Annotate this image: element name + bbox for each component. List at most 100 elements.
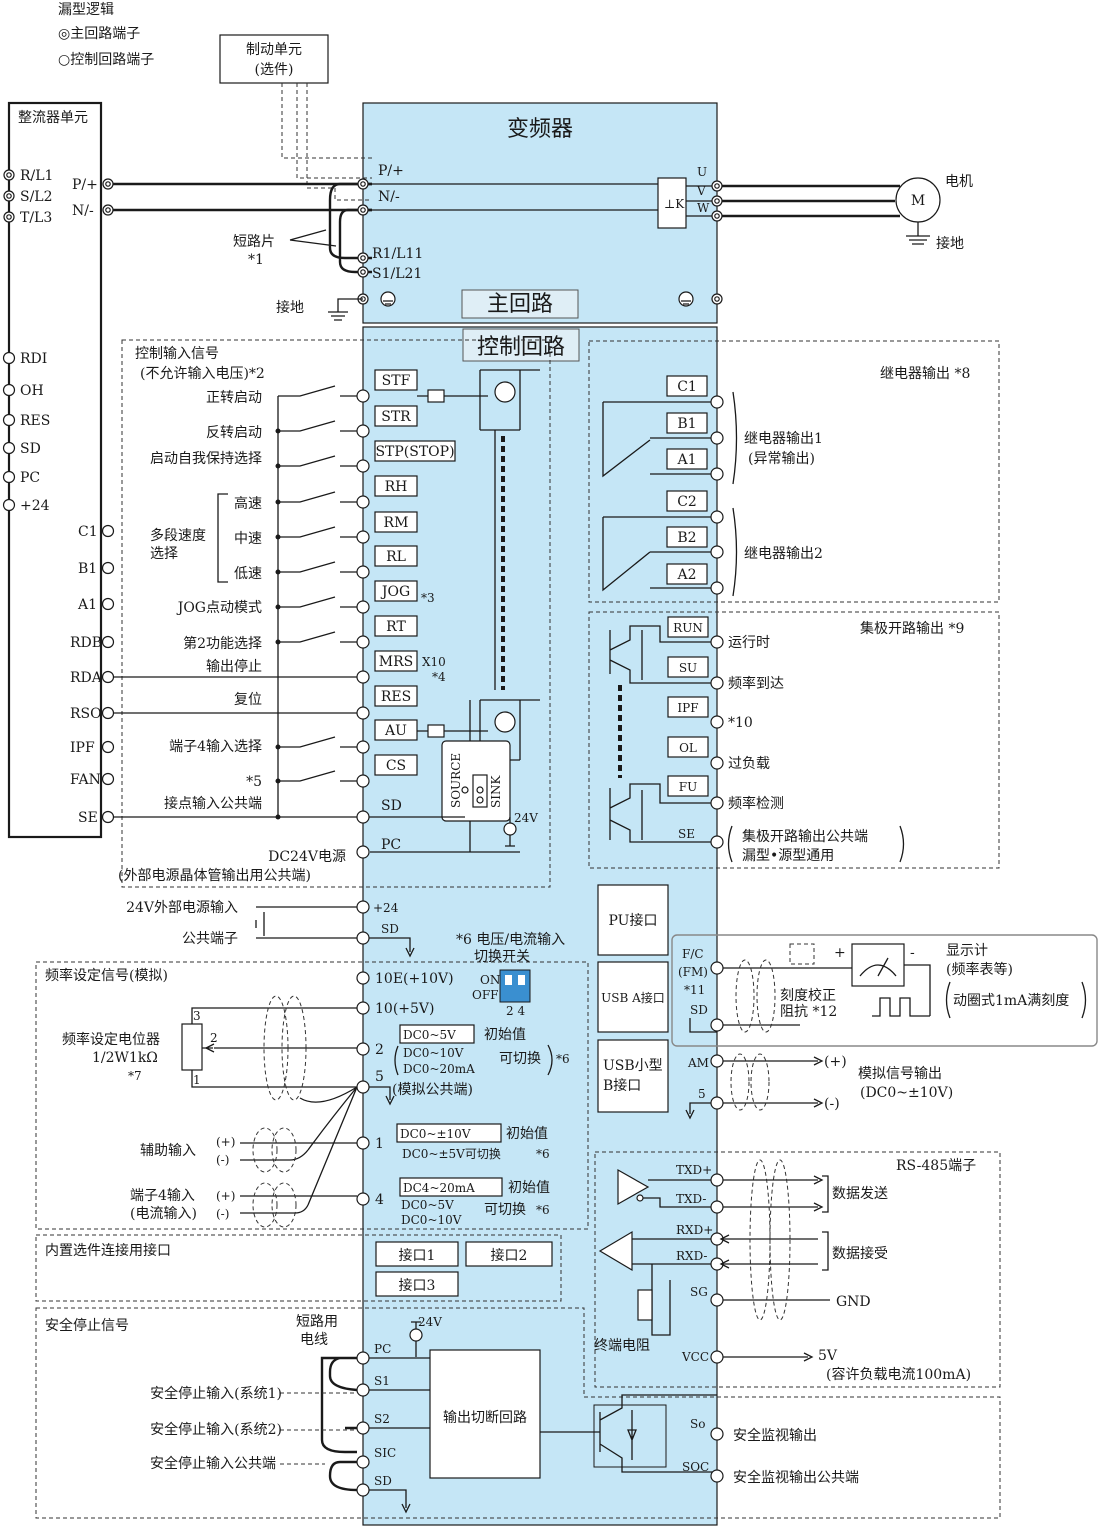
svg-text:(-): (-) bbox=[216, 1153, 229, 1167]
t4-alt1: DC0~5V bbox=[401, 1198, 454, 1212]
control-pc-terminal: PC bbox=[381, 837, 401, 853]
oc-se-label1: 集极开路输出公共端 bbox=[742, 828, 868, 845]
legend-control: ○控制回路端子 bbox=[58, 52, 154, 68]
svg-text:高速: 高速 bbox=[234, 495, 262, 512]
option-conn-1[interactable] bbox=[375, 1241, 459, 1267]
svg-text:2: 2 bbox=[375, 1042, 384, 1058]
ext-sd-label: 公共端子 bbox=[182, 931, 238, 947]
analog-out-label1: 模拟信号输出 bbox=[858, 1066, 942, 1082]
svg-text:FU: FU bbox=[679, 780, 697, 794]
rectifier-input-rl1: R/L1 bbox=[20, 168, 53, 184]
ground-symbol-right bbox=[678, 291, 723, 307]
usb-mini-b-port[interactable] bbox=[597, 1039, 669, 1113]
main-circuit-label: 主回路 bbox=[487, 292, 553, 317]
svg-text:RDA: RDA bbox=[70, 670, 103, 686]
meter-label2: (频率表等) bbox=[946, 961, 1013, 978]
option-conn-2[interactable] bbox=[465, 1241, 553, 1267]
svg-text:C1: C1 bbox=[78, 524, 98, 540]
rs485-title: RS-485端子 bbox=[896, 1158, 976, 1174]
svg-text:1: 1 bbox=[193, 1073, 201, 1087]
svg-text:4: 4 bbox=[375, 1192, 384, 1208]
svg-text:SU: SU bbox=[679, 661, 697, 675]
safety-common: 安全停止输入公共端 bbox=[150, 1455, 276, 1472]
safety-terminals: PC S1 S2 SIC SD bbox=[356, 1342, 396, 1497]
safety-so: So bbox=[690, 1417, 705, 1431]
t1-alt: DC0~±5V可切换 bbox=[402, 1147, 501, 1161]
svg-text:3: 3 bbox=[193, 1009, 201, 1023]
svg-text:频率检测: 频率检测 bbox=[728, 795, 784, 812]
usb-a-port[interactable] bbox=[597, 961, 669, 1033]
voltage-current-switch[interactable] bbox=[499, 969, 531, 1003]
brake-unit-box bbox=[219, 34, 329, 84]
rs485-recv: 数据接受 bbox=[832, 1245, 888, 1262]
short-bar-label: 短路片 bbox=[233, 234, 275, 250]
svg-text:TXD-: TXD- bbox=[676, 1192, 706, 1206]
svg-text:JOG点动模式: JOG点动模式 bbox=[176, 600, 262, 616]
svg-text:接口1: 接口1 bbox=[399, 1247, 436, 1264]
pu-port[interactable] bbox=[597, 884, 669, 956]
rs485-5v: 5V bbox=[818, 1348, 838, 1364]
svg-text:可切换: 可切换 bbox=[484, 1201, 526, 1218]
am-terminal: AM bbox=[687, 1056, 709, 1070]
svg-text:MRS: MRS bbox=[379, 654, 413, 670]
meter-gauge bbox=[851, 943, 905, 987]
svg-text:接口3: 接口3 bbox=[399, 1277, 436, 1294]
svg-text:C2: C2 bbox=[677, 494, 697, 510]
meter-calib2: 阻抗 *12 bbox=[780, 1004, 837, 1020]
aux-label: 辅助输入 bbox=[140, 1143, 196, 1159]
svg-text:RL: RL bbox=[386, 549, 406, 565]
relay-terminals-1: C1 B1 A1 bbox=[666, 375, 724, 481]
svg-text:S2: S2 bbox=[374, 1412, 390, 1426]
svg-text:初始值: 初始值 bbox=[506, 1125, 548, 1142]
svg-text:启动自我保持选择: 启动自我保持选择 bbox=[150, 451, 262, 467]
svg-text:W: W bbox=[697, 201, 710, 215]
svg-text:X10: X10 bbox=[422, 655, 446, 669]
safety-v24: 24V bbox=[418, 1315, 442, 1329]
svg-text:过负载: 过负载 bbox=[728, 756, 770, 772]
svg-text:STF: STF bbox=[382, 373, 411, 389]
oc-terminals: RUN 运行时 SU 频率到达 IPF *10 OL 过负载 FU 频率检测 S… bbox=[667, 616, 784, 849]
control-input-subtitle: (不允许输入电压)*2 bbox=[140, 366, 265, 382]
svg-text:RES: RES bbox=[20, 413, 50, 429]
control-sd-terminal: SD bbox=[381, 798, 402, 814]
svg-text:2: 2 bbox=[210, 1031, 218, 1045]
inverter-bridge bbox=[657, 177, 687, 229]
safety-so-label: 安全监视输出 bbox=[733, 1427, 817, 1444]
analog-out-label2: (DC0~±10V) bbox=[860, 1085, 953, 1101]
svg-text:OH: OH bbox=[20, 383, 44, 399]
pc-label-2: (外部电源晶体管输出用公共端) bbox=[118, 868, 311, 884]
svg-text:AU: AU bbox=[384, 723, 407, 739]
svg-text:IPF: IPF bbox=[70, 740, 95, 756]
svg-text:10(+5V): 10(+5V) bbox=[375, 1001, 435, 1017]
svg-text:B2: B2 bbox=[677, 530, 696, 546]
pot-label2: 1/2W1kΩ bbox=[92, 1050, 158, 1066]
sink-label: SINK bbox=[489, 775, 503, 808]
rectifier-signal-terminals: RDI OH RES SD PC +24 C1 B1 A1 RDB RDA RS… bbox=[2, 351, 115, 826]
inverter-title: 变频器 bbox=[507, 117, 573, 142]
motor-symbol: M bbox=[911, 193, 925, 209]
freq-title: 频率设定信号(模拟) bbox=[45, 967, 168, 984]
svg-text:SIC: SIC bbox=[374, 1446, 396, 1460]
rectifier-input-terminals: R/L1 S/L2 T/L3 bbox=[3, 168, 53, 226]
safety-in2: 安全停止输入(系统2) bbox=[150, 1421, 282, 1438]
svg-text:(-): (-) bbox=[824, 1096, 840, 1112]
safety-short-label1: 短路用 bbox=[296, 1314, 338, 1330]
svg-text:初始值: 初始值 bbox=[508, 1179, 550, 1196]
svg-text:STP(STOP): STP(STOP) bbox=[375, 444, 454, 460]
svg-text:端子4输入选择: 端子4输入选择 bbox=[169, 739, 262, 755]
svg-text:U: U bbox=[697, 165, 707, 179]
svg-text:N/-: N/- bbox=[378, 189, 400, 205]
svg-text:USB A接口: USB A接口 bbox=[601, 990, 665, 1005]
legend-main: ◎主回路端子 bbox=[58, 26, 140, 42]
svg-text:*5: *5 bbox=[246, 774, 262, 790]
am-5-terminal: 5 bbox=[698, 1087, 706, 1101]
output-terminals: U V W bbox=[696, 165, 723, 222]
svg-text:A2: A2 bbox=[676, 567, 696, 583]
legend-title: 漏型逻辑 bbox=[58, 2, 114, 18]
option-conn-3[interactable] bbox=[375, 1271, 459, 1297]
rectifier-input-sl2: S/L2 bbox=[20, 189, 53, 205]
svg-text:IPF: IPF bbox=[677, 701, 698, 715]
main-circuit-label-box bbox=[461, 289, 579, 319]
svg-text:频率到达: 频率到达 bbox=[728, 675, 784, 692]
svg-text:*6: *6 bbox=[536, 1147, 550, 1161]
